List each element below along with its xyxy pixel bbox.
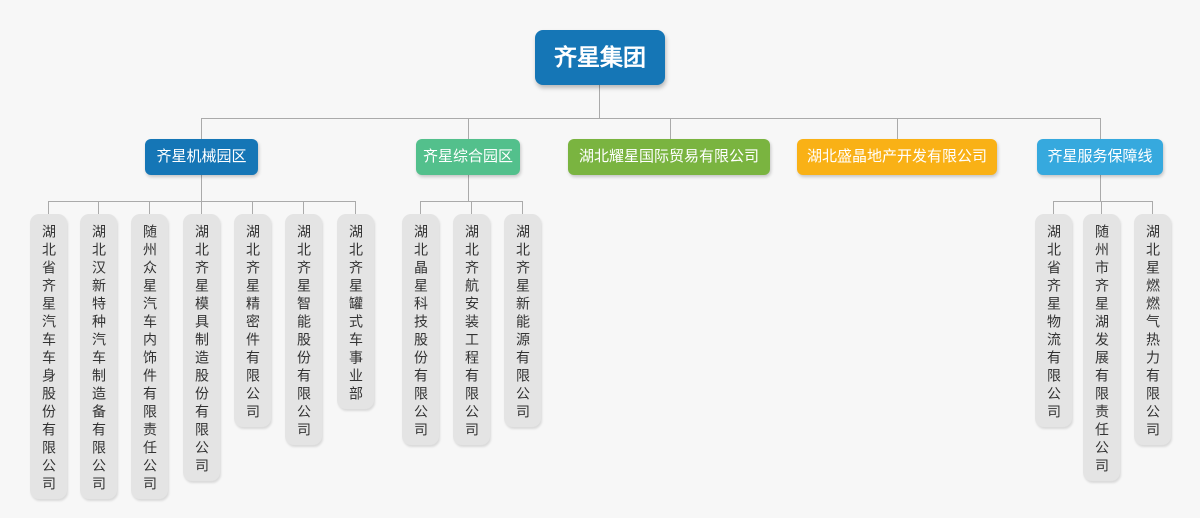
- org-branch-yaoxing-trade[interactable]: 湖北耀星国际贸易有限公司: [568, 139, 770, 175]
- connector-line: [897, 118, 898, 139]
- connector-line: [48, 201, 49, 214]
- connector-line: [1100, 175, 1101, 201]
- connector-line: [48, 201, 356, 202]
- connector-line: [1152, 201, 1153, 214]
- connector-line: [420, 201, 421, 214]
- org-company[interactable]: 湖北齐星罐式车事业部: [337, 214, 374, 409]
- connector-line: [599, 85, 600, 118]
- org-branch-comprehensive-park[interactable]: 齐星综合园区: [416, 139, 520, 175]
- connector-line: [201, 201, 202, 214]
- org-company[interactable]: 湖北省齐星汽车车身股份有限公司: [30, 214, 67, 499]
- org-company[interactable]: 湖北齐星新能源有限公司: [504, 214, 541, 427]
- connector-line: [98, 201, 99, 214]
- org-root-node[interactable]: 齐星集团: [535, 30, 665, 85]
- org-company[interactable]: 湖北齐星智能股份有限公司: [285, 214, 322, 445]
- connector-line: [1053, 201, 1054, 214]
- org-company[interactable]: 湖北汉新特种汽车制造备有限公司: [80, 214, 117, 499]
- org-company[interactable]: 湖北星燃燃气热力有限公司: [1134, 214, 1171, 445]
- org-company[interactable]: 湖北齐星精密件有限公司: [234, 214, 271, 427]
- connector-line: [303, 201, 304, 214]
- connector-line: [1053, 201, 1153, 202]
- connector-line: [201, 118, 202, 139]
- connector-line: [1100, 118, 1101, 139]
- connector-line: [468, 118, 469, 139]
- org-branch-shengjing-realestate[interactable]: 湖北盛晶地产开发有限公司: [797, 139, 997, 175]
- connector-line: [201, 175, 202, 201]
- connector-line: [522, 201, 523, 214]
- org-company[interactable]: 湖北晶星科技股份有限公司: [402, 214, 439, 445]
- org-company[interactable]: 随州众星汽车内饰件有限责任公司: [131, 214, 168, 499]
- org-company[interactable]: 湖北齐航安装工程有限公司: [453, 214, 490, 445]
- connector-line: [670, 118, 671, 139]
- connector-line: [468, 175, 469, 201]
- connector-line: [1101, 201, 1102, 214]
- connector-line: [201, 118, 1101, 119]
- connector-line: [355, 201, 356, 214]
- org-branch-service-line[interactable]: 齐星服务保障线: [1037, 139, 1163, 175]
- org-company[interactable]: 随州市齐星湖发展有限责任公司: [1083, 214, 1120, 481]
- connector-line: [471, 201, 472, 214]
- org-company[interactable]: 湖北省齐星物流有限公司: [1035, 214, 1072, 427]
- connector-line: [149, 201, 150, 214]
- org-company[interactable]: 湖北齐星模具制造股份有限公司: [183, 214, 220, 481]
- org-branch-machinery-park[interactable]: 齐星机械园区: [145, 139, 258, 175]
- connector-line: [252, 201, 253, 214]
